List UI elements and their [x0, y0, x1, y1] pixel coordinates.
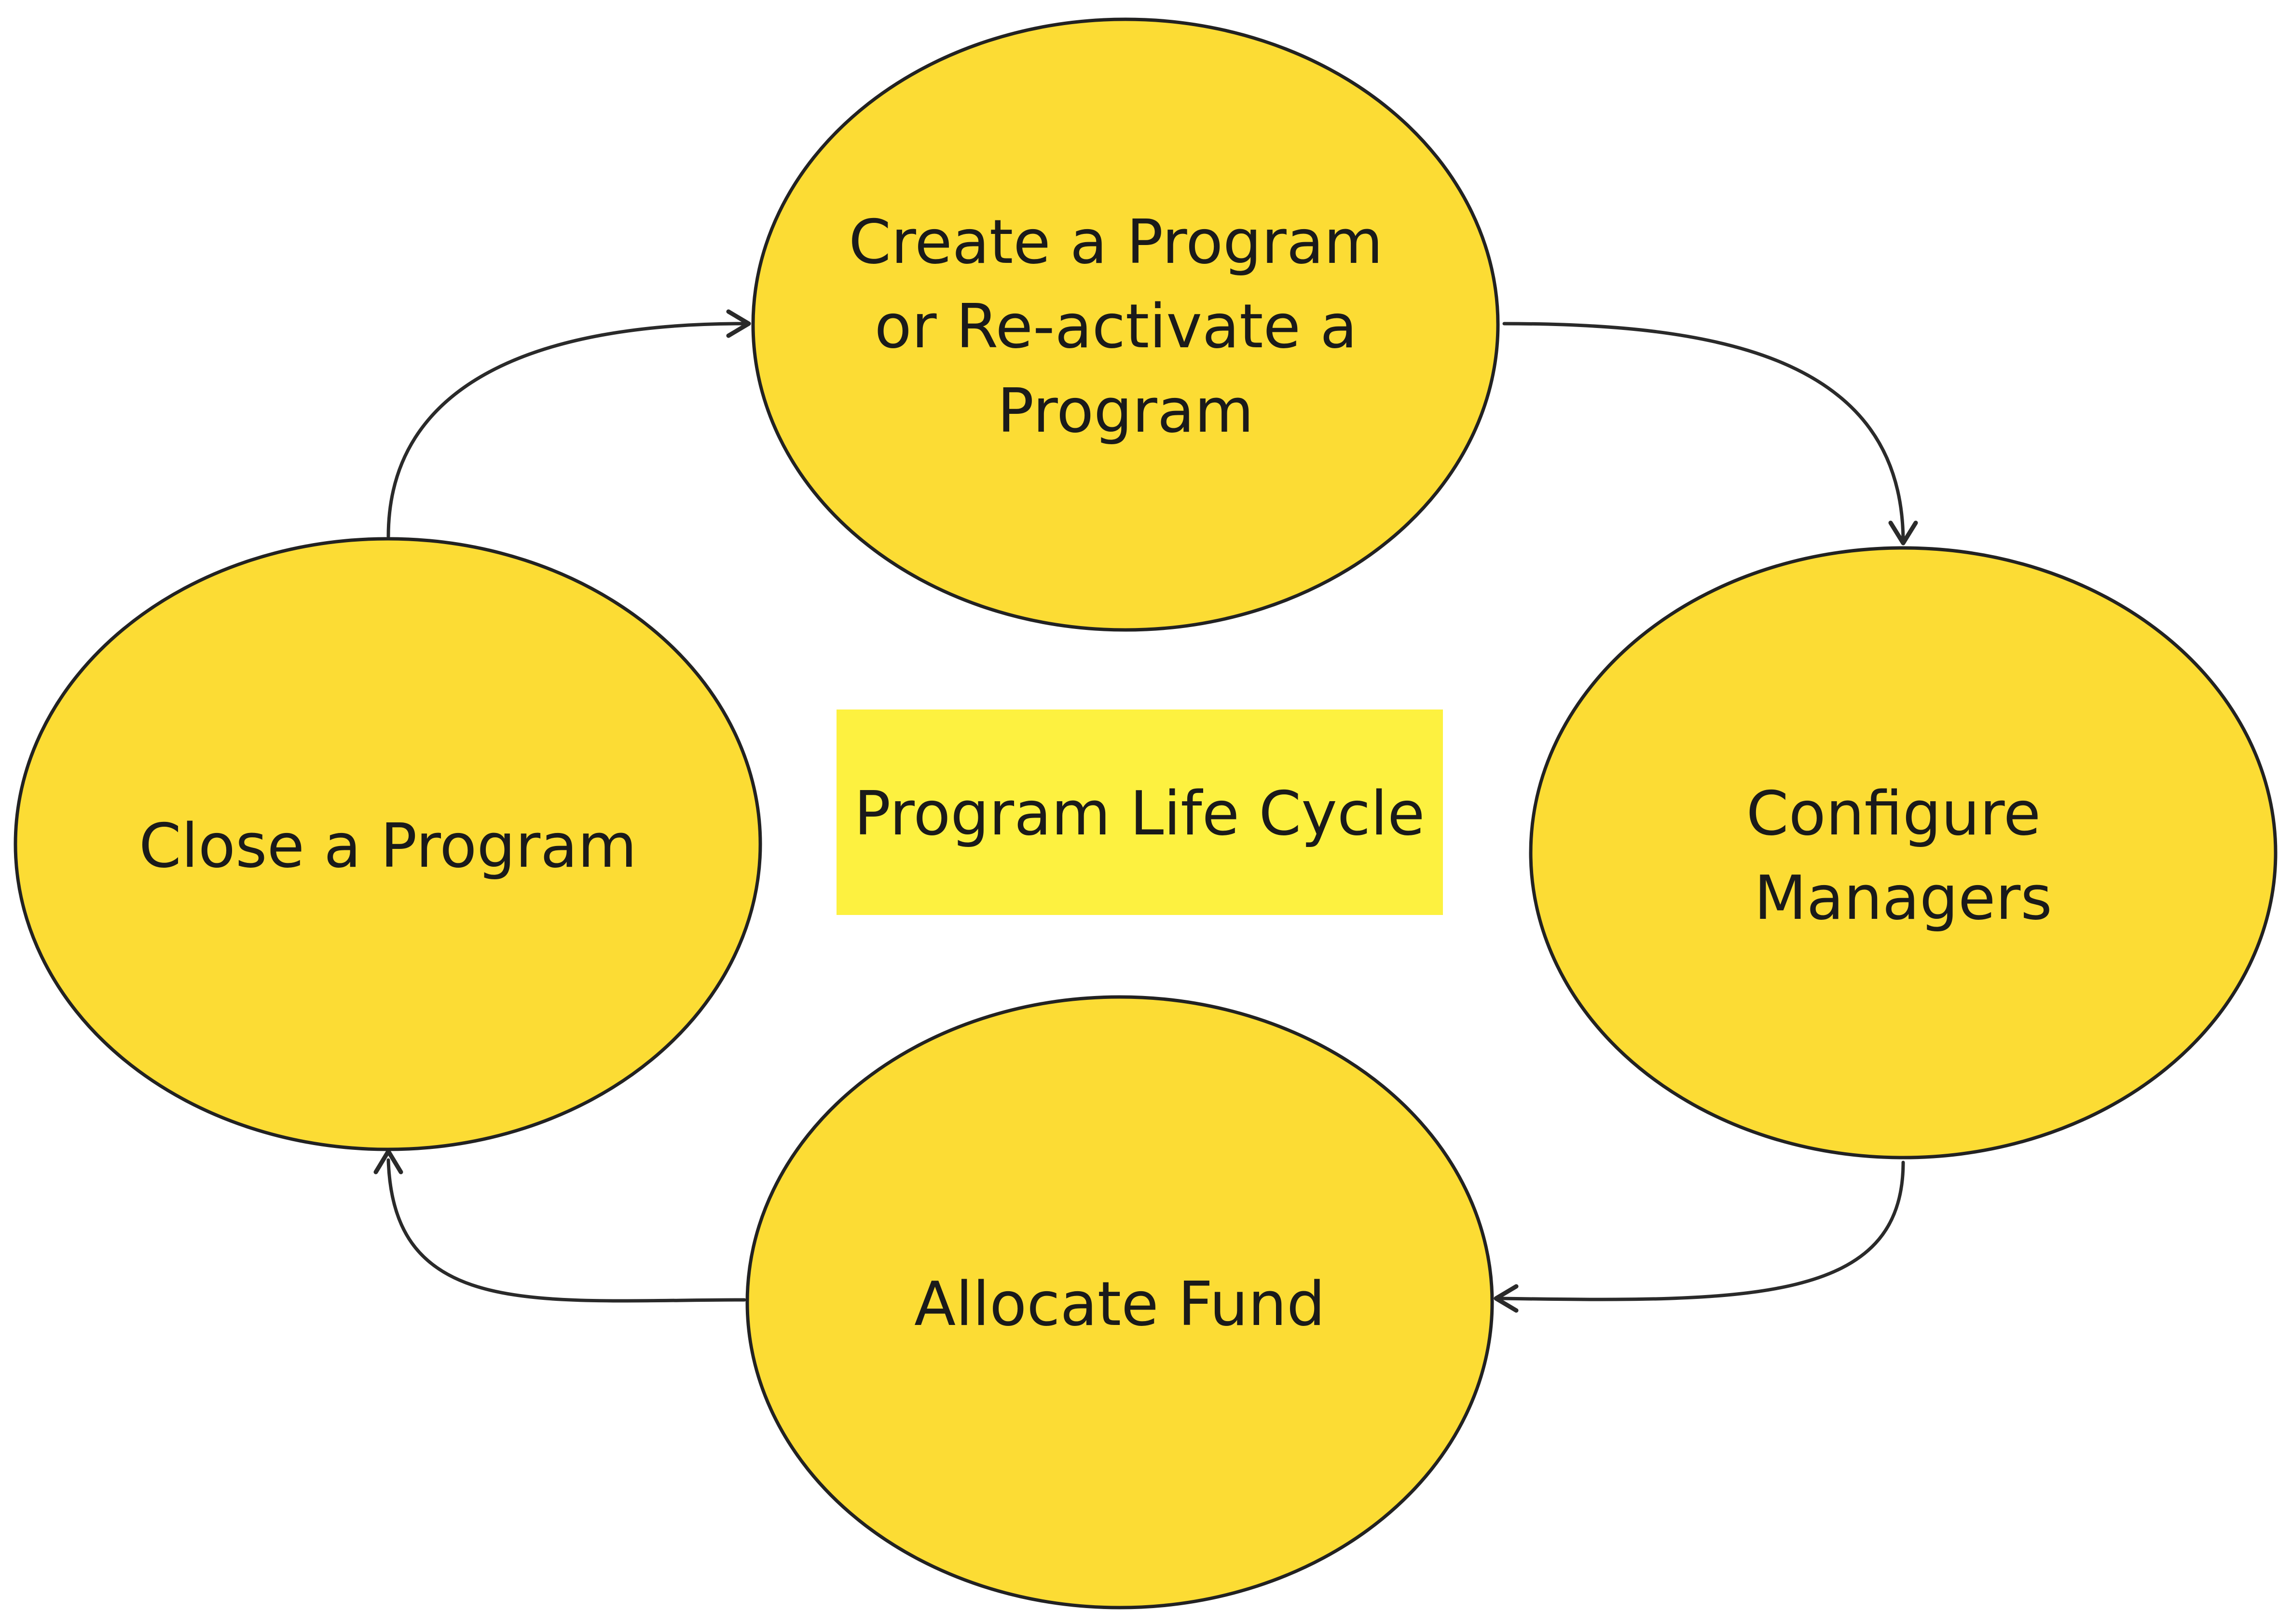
- node-create-line-2: or Re-activate a: [875, 291, 1358, 362]
- connector-create-to-configure: [1502, 322, 1918, 546]
- node-close-line-1: Close a Program: [139, 810, 637, 881]
- diagram-title: Program Life Cycle: [854, 778, 1425, 849]
- node-configure-managers: Configure Managers: [1529, 546, 2278, 1160]
- connector-configure-to-allocate: [1494, 1160, 1905, 1313]
- node-create-line-3: Program: [997, 375, 1254, 446]
- node-create-program: Create a Program or Re-activate a Progra…: [751, 17, 1500, 632]
- svg-text:Configure Managers: Configure Managers: [1746, 778, 2060, 933]
- connector-close-to-create: [386, 309, 751, 538]
- node-configure-line-1: Configure: [1746, 778, 2041, 849]
- node-allocate-line-1: Allocate Fund: [914, 1269, 1325, 1339]
- svg-text:Close a Program: Close a Program: [139, 810, 637, 881]
- node-configure-line-2: Managers: [1754, 862, 2052, 933]
- svg-text:Create a Program or Re-a: Create a Program or Re-activate a Progra…: [849, 206, 1402, 446]
- node-create-line-1: Create a Program: [849, 206, 1383, 277]
- node-allocate-fund: Allocate Fund: [745, 995, 1494, 1610]
- diagram-title-box: Program Life Cycle: [837, 710, 1443, 915]
- node-close-program: Close a Program: [14, 537, 762, 1151]
- svg-text:Allocate Fund: Allocate Fund: [914, 1269, 1325, 1339]
- connector-allocate-to-close: [373, 1149, 746, 1303]
